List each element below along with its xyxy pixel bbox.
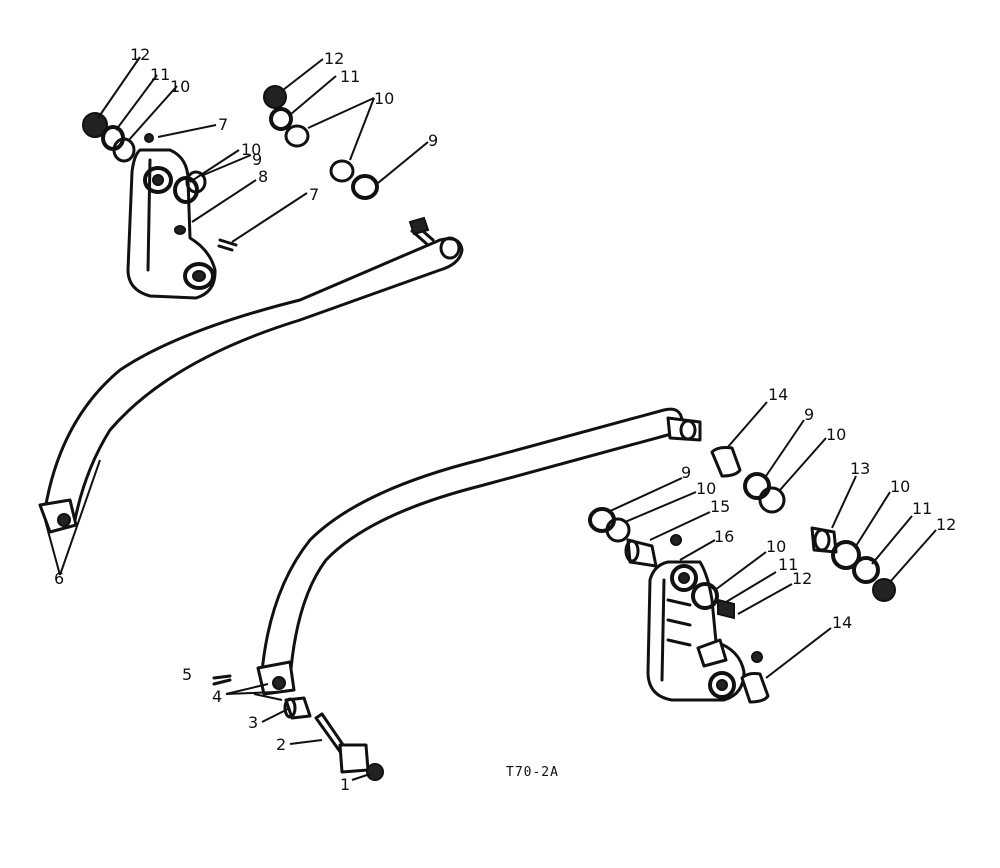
nut-12-upper-right: [263, 85, 287, 109]
grease-fitting-9-lower: [670, 534, 682, 546]
lower-bracket: [646, 560, 763, 702]
callout-7: 7: [309, 185, 319, 204]
callout-11: 11: [340, 67, 360, 86]
callout-12: 12: [936, 515, 956, 534]
leader-lines: [44, 56, 937, 781]
callout-3: 3: [248, 713, 258, 732]
callout-10: 10: [374, 89, 394, 108]
callout-10: 10: [890, 477, 910, 496]
bolt-5: [212, 674, 232, 686]
fastener-1: [366, 763, 384, 781]
callouts: 12 11 10 7 10 9 8 7 12 11 10 9 6 14 9 10…: [54, 45, 956, 794]
bushing-14-lower: [740, 672, 770, 704]
callout-14: 14: [768, 385, 788, 404]
callout-1: 1: [340, 775, 350, 794]
washer-9-mid: [351, 174, 379, 200]
callout-8: 8: [258, 167, 268, 186]
callout-9: 9: [804, 405, 814, 424]
callout-15: 15: [710, 497, 730, 516]
washer-10-upper-right: [284, 124, 310, 148]
lock-washer-11-far: [852, 556, 880, 584]
lower-hardware: [588, 446, 896, 704]
callout-12: 12: [792, 569, 812, 588]
upper-bracket: [126, 148, 217, 300]
nut-12-lower: [717, 598, 735, 620]
upper-hardware: [82, 85, 379, 252]
pin-assembly: [212, 674, 384, 781]
washer-10-right: [758, 486, 786, 514]
callout-10: 10: [241, 140, 261, 159]
callout-9: 9: [428, 131, 438, 150]
callout-12: 12: [324, 49, 344, 68]
nut-12-far: [872, 578, 896, 602]
bushing-3: [284, 696, 312, 720]
callout-14: 14: [832, 613, 852, 632]
callout-2: 2: [276, 735, 286, 754]
washer-10-upper-left: [112, 137, 136, 163]
bolt-7-upper: [217, 238, 238, 252]
callout-12: 12: [130, 45, 150, 64]
callout-10: 10: [170, 77, 190, 96]
callout-10: 10: [766, 537, 786, 556]
washer-10-far: [831, 540, 861, 570]
lock-washer-11-upper-right: [269, 107, 293, 131]
callout-13: 13: [850, 459, 870, 478]
callout-9: 9: [252, 150, 262, 169]
reference-code: T70-2A: [506, 765, 559, 780]
nut-12-upper-left: [82, 112, 108, 138]
washer-9-right: [743, 472, 771, 500]
callout-4: 4: [212, 687, 222, 706]
washer-10-bracket: [185, 170, 207, 194]
callout-11: 11: [778, 555, 798, 574]
lower-arm: [256, 407, 702, 696]
washer-9-left: [588, 507, 616, 533]
callout-11: 11: [150, 65, 170, 84]
callout-16: 16: [714, 527, 734, 546]
callout-10: 10: [696, 479, 716, 498]
callout-10: 10: [826, 425, 846, 444]
callout-9: 9: [681, 463, 691, 482]
grease-fitting-9-upper: [144, 133, 154, 143]
callout-7: 7: [218, 115, 228, 134]
lock-washer-11-upper-left: [101, 125, 125, 151]
washer-10-mid: [329, 159, 355, 183]
callout-6: 6: [54, 569, 64, 588]
callout-11: 11: [912, 499, 932, 518]
bushing-14-upper: [710, 446, 742, 478]
pin-plate: [338, 743, 370, 774]
washer-9-bracket: [173, 176, 199, 204]
washer-10-lower: [691, 582, 719, 610]
upper-arm: [38, 216, 464, 534]
callout-5: 5: [182, 665, 192, 684]
washer-10-left: [605, 517, 631, 543]
